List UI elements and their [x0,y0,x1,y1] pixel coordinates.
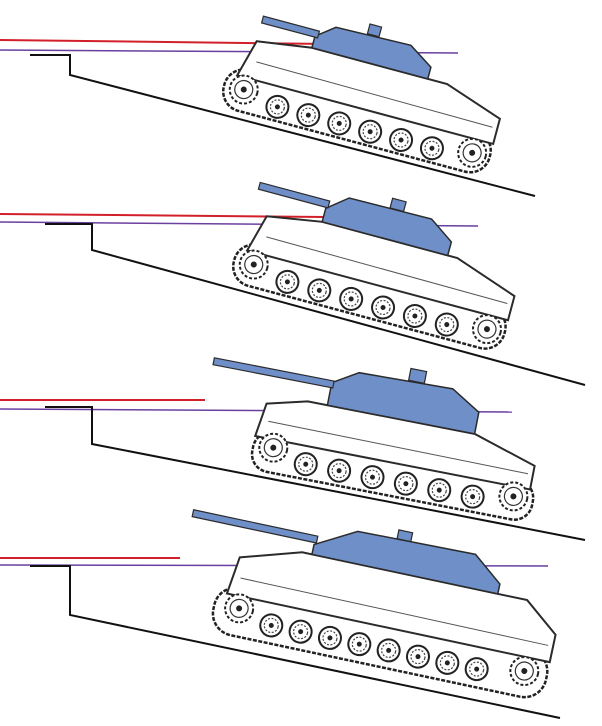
slope-outline-3 [45,406,586,541]
tank-body-3 [212,357,536,521]
tank-body-1 [221,15,502,174]
tank-body-2 [231,181,516,350]
tank-body-4 [191,509,557,699]
tank-panel-4 [0,509,561,719]
tank-panel-1 [0,15,536,197]
tank-panel-2 [0,181,586,386]
slope-outline-1 [30,54,536,197]
slope-outline-4 [30,565,561,719]
slope-outline-2 [45,223,586,386]
tank-panel-3 [0,357,586,541]
